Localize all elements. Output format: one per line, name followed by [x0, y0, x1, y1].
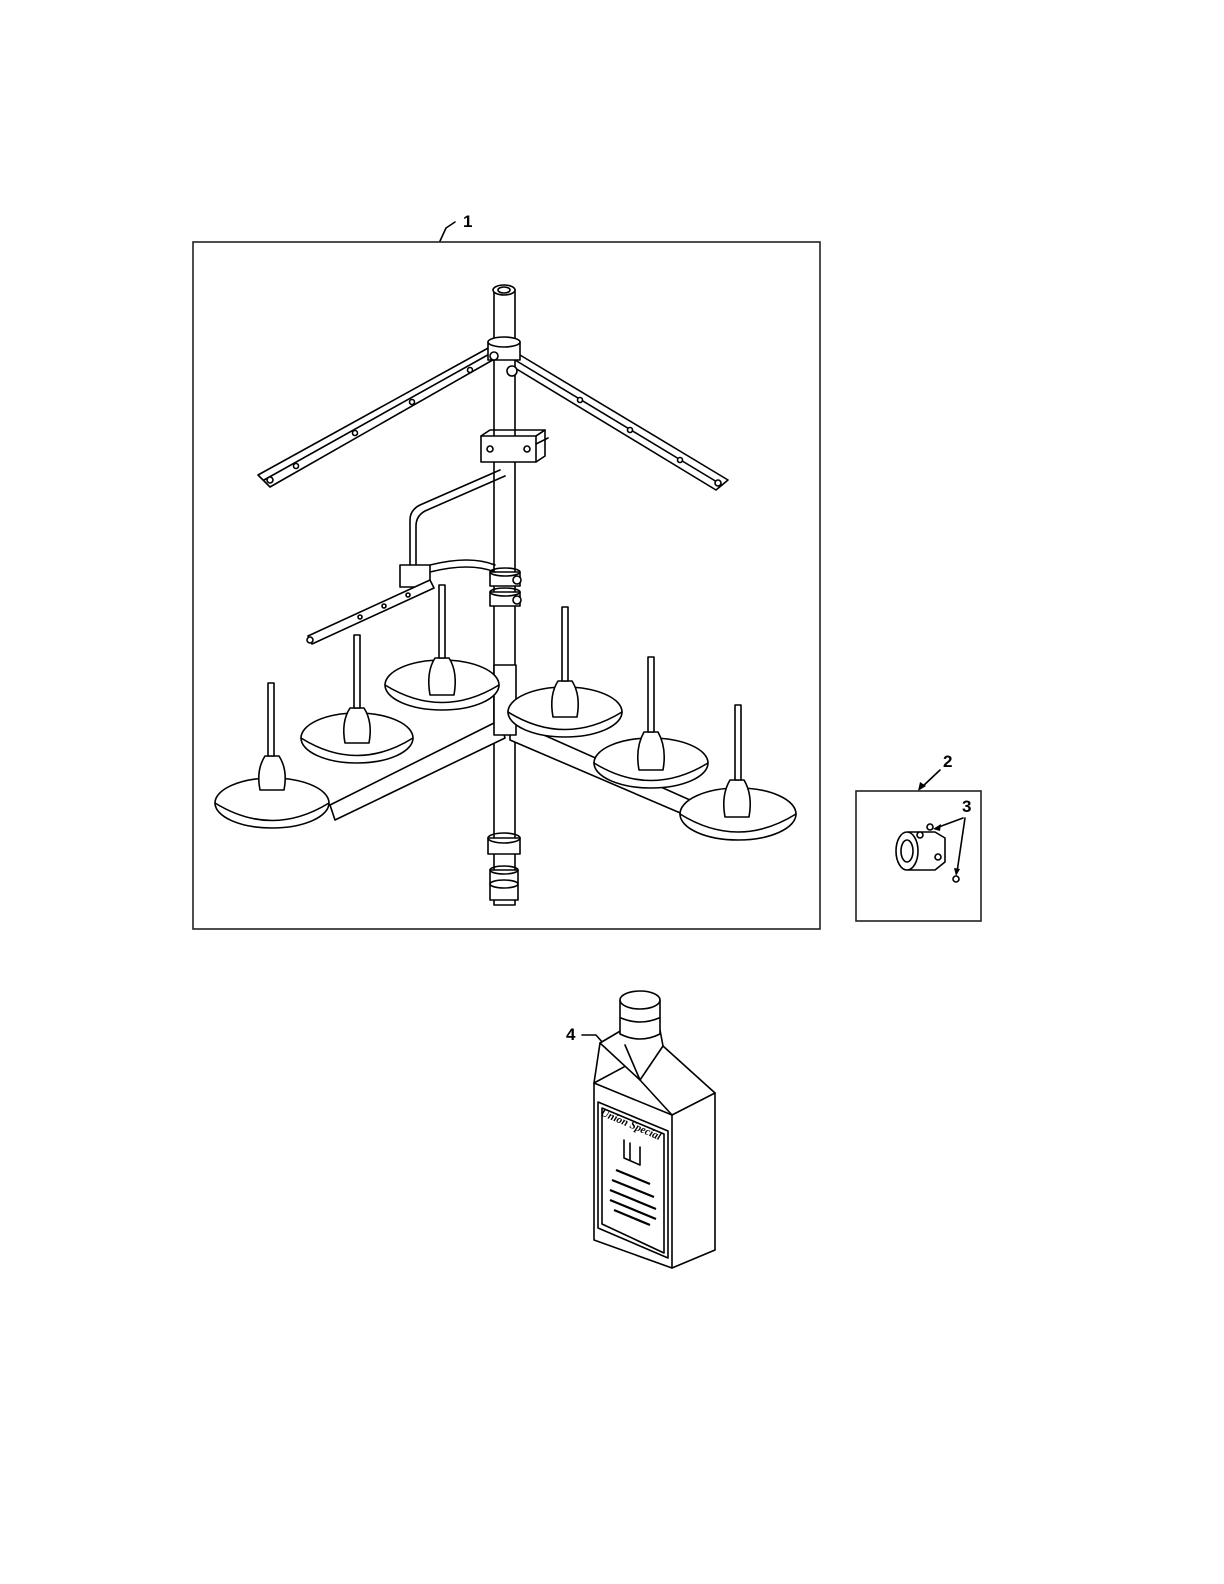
set-screw-1 [927, 824, 933, 830]
callout-4-number: 4 [566, 1025, 576, 1044]
collar-part [896, 824, 959, 882]
callout-4[interactable]: 4 [566, 1025, 603, 1044]
callout-1-number: 1 [463, 212, 472, 231]
callout-3-leader-b [957, 818, 965, 872]
set-screw-2 [953, 876, 959, 882]
thread-guide-wire [307, 470, 505, 644]
spool-disc-3 [385, 585, 499, 710]
callout-3-number: 3 [962, 797, 971, 816]
oil-bottle: Union Special [594, 991, 715, 1268]
base-hub [494, 665, 516, 735]
spool-disc-1 [215, 683, 329, 828]
callout-3-arrowhead-b [954, 868, 960, 876]
callout-2-number: 2 [943, 752, 952, 771]
callout-2-leader [922, 770, 940, 787]
left-arm-bar [258, 347, 498, 487]
right-arm-bar [510, 355, 728, 490]
callout-4-leader [582, 1035, 603, 1043]
spool-disc-4 [508, 607, 622, 737]
thread-stand-assembly [215, 285, 796, 905]
callout-1[interactable]: 1 [440, 212, 472, 241]
callout-2[interactable]: 2 [918, 752, 952, 791]
callout-3-arrowhead-a [933, 824, 941, 831]
callout-1-leader [440, 222, 455, 241]
